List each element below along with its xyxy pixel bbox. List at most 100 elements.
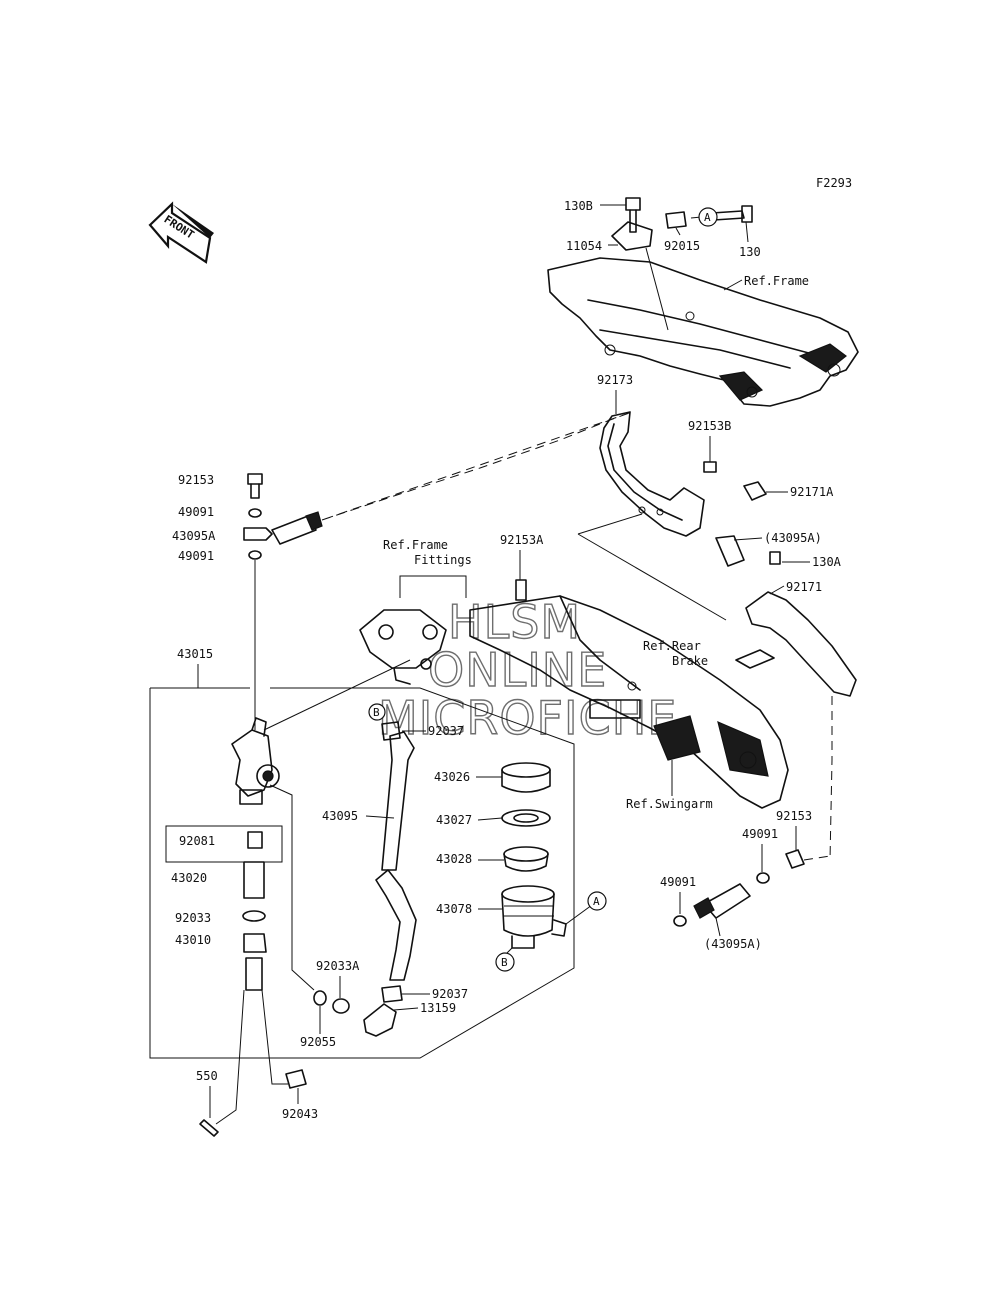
bracket-92173 <box>599 411 705 537</box>
frame-silhouette <box>547 257 859 407</box>
bolt-92153A <box>515 579 527 601</box>
label-130: 130 <box>739 245 761 259</box>
label-92043: 92043 <box>282 1107 318 1121</box>
hose-route-right <box>829 696 833 861</box>
leader-92043 <box>261 989 288 1085</box>
label-11054: 11054 <box>566 239 602 253</box>
leader-92055 <box>269 784 315 991</box>
nut-130A <box>769 551 781 565</box>
master-cylinder-body <box>231 717 280 805</box>
piston-43020 <box>243 861 265 899</box>
reservoir-hose-43095 <box>375 731 417 981</box>
label-43095: 43095 <box>322 809 358 823</box>
ring-92033 <box>242 910 266 922</box>
cotter-pin-550 <box>199 1119 219 1137</box>
ref-frame-fittings-label-2: Fittings <box>414 553 472 567</box>
fitting-43095A-lower <box>703 883 751 919</box>
bolt-92153B <box>703 461 717 473</box>
reservoir-43078 <box>501 885 567 949</box>
group-box-outline <box>149 687 575 1059</box>
label-92055: 92055 <box>300 1035 336 1049</box>
figure-code: F2293 <box>816 176 852 190</box>
callout-b-top <box>368 703 386 721</box>
label-43095A-paren-top: (43095A) <box>764 531 822 545</box>
label-92153B: 92153B <box>688 419 731 433</box>
label-92081: 92081 <box>179 834 215 848</box>
link-line-b <box>577 533 727 621</box>
label-43026: 43026 <box>434 770 470 784</box>
label-92171: 92171 <box>786 580 822 594</box>
label-43027: 43027 <box>436 813 472 827</box>
label-92015: 92015 <box>664 239 700 253</box>
pin-92043 <box>285 1069 307 1089</box>
group-92081-43020 <box>165 825 283 863</box>
callout-b-top-label: B <box>373 706 380 719</box>
bracket-92171 <box>745 591 857 697</box>
fitting-43095A-upper <box>715 535 745 567</box>
label-92033: 92033 <box>175 911 211 925</box>
hose-route-upper <box>321 411 633 521</box>
label-43028: 43028 <box>436 852 472 866</box>
label-130A: 130A <box>812 555 842 569</box>
label-92037-top: 92037 <box>428 724 464 738</box>
label-13159: 13159 <box>420 1001 456 1015</box>
label-92037-bot: 92037 <box>432 987 468 1001</box>
label-130B: 130B <box>564 199 593 213</box>
callout-a-top <box>698 207 718 227</box>
label-92033A: 92033A <box>316 959 360 973</box>
label-43015: 43015 <box>177 647 213 661</box>
front-arrow-icon: FRONT <box>148 201 214 264</box>
callout-b-mid-label: B <box>501 956 508 969</box>
label-43020: 43020 <box>171 871 207 885</box>
label-43095A: 43095A <box>172 529 216 543</box>
callout-a-mid-label: A <box>593 895 600 908</box>
pushrod-43010 <box>245 957 263 991</box>
label-92153-top: 92153 <box>178 473 214 487</box>
spring-92081 <box>247 831 263 849</box>
washer-49091-right-top <box>756 872 770 884</box>
watermark-line-2: ONLINE <box>428 643 607 697</box>
left-fittings-top <box>243 473 323 560</box>
ref-rear-brake-label-2: Brake <box>672 654 708 668</box>
label-43010: 43010 <box>175 933 211 947</box>
link-line-a <box>577 513 643 535</box>
bolt-92153-right <box>785 849 805 869</box>
rear-brake-bracket <box>735 649 775 669</box>
label-49091-a: 49091 <box>178 505 214 519</box>
label-49091-right-top: 49091 <box>742 827 778 841</box>
label-43095A-paren-bot: (43095A) <box>704 937 762 951</box>
clip-92171A <box>743 481 767 501</box>
label-49091-right-bot: 49091 <box>660 875 696 889</box>
callout-a-top-label: A <box>704 211 711 224</box>
label-92153A: 92153A <box>500 533 544 547</box>
label-92171A: 92171A <box>790 485 834 499</box>
washer-49091-right-bot <box>673 915 687 927</box>
label-92153-right: 92153 <box>776 809 812 823</box>
swingarm-silhouette <box>469 595 789 809</box>
ref-swingarm-label: Ref.Swingarm <box>626 797 713 811</box>
fittings-bracket-line <box>399 575 467 598</box>
top-bolt-assembly: A <box>600 197 753 331</box>
callout-a-mid <box>587 891 607 911</box>
hose-route-right-end <box>803 855 831 861</box>
watermark: HLSM ONLINE MICROFICHE <box>377 594 677 745</box>
boot-43010 <box>243 933 267 953</box>
label-550: 550 <box>196 1069 218 1083</box>
label-92173: 92173 <box>597 373 633 387</box>
callout-b-mid <box>495 952 515 972</box>
label-43078: 43078 <box>436 902 472 916</box>
ring-92033A <box>332 998 350 1014</box>
diaphragm-43028 <box>503 846 549 872</box>
label-49091-b: 49091 <box>178 549 214 563</box>
link-line-c <box>263 659 411 731</box>
plate-43027 <box>501 809 551 827</box>
reservoir-cap-43026 <box>501 762 551 793</box>
frame-fittings-part <box>359 609 447 685</box>
ref-frame-label: Ref.Frame <box>744 274 809 288</box>
joint-13159 <box>363 1003 397 1037</box>
ref-rear-brake-label-1: Ref.Rear <box>643 639 701 653</box>
clamp-92037-bot <box>381 985 403 1003</box>
oring-92055 <box>313 990 327 1006</box>
leader-550 <box>215 989 245 1125</box>
